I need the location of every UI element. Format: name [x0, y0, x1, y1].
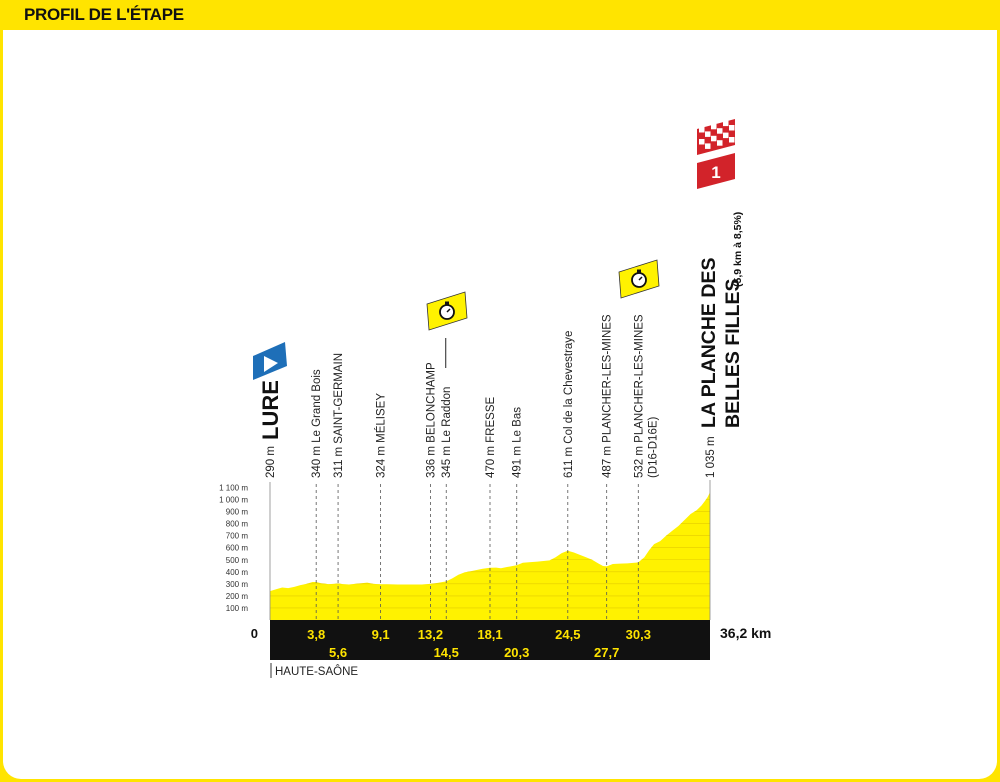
stopwatch-crown [637, 269, 641, 273]
waypoint-label: 311 m SAINT-GERMAIN [333, 353, 345, 478]
checker-square [729, 137, 735, 143]
checker-square [717, 128, 723, 134]
km-label: 30,3 [626, 627, 651, 642]
km-band [270, 620, 710, 660]
km-label: 18,1 [477, 627, 502, 642]
start-km-label: 0 [251, 626, 258, 641]
y-tick-label: 400 m [226, 568, 249, 577]
waypoint-label: 611 m Col de la Chevestraye [563, 331, 575, 478]
km-label: 5,6 [329, 645, 347, 660]
km-label: 13,2 [418, 627, 443, 642]
waypoint-label: 487 m PLANCHER-LES-MINES [602, 314, 614, 478]
y-tick-label: 800 m [226, 520, 249, 529]
profile-area [270, 492, 710, 620]
checkered-flag-icon [697, 119, 735, 155]
y-tick-label: 100 m [226, 604, 249, 613]
y-tick-label: 700 m [226, 532, 249, 541]
y-tick-label: 900 m [226, 508, 249, 517]
checker-square [711, 135, 717, 142]
checker-square [705, 143, 711, 149]
start-flag-icon [253, 342, 287, 380]
checker-square [717, 140, 723, 146]
km-label: 3,8 [307, 627, 325, 642]
waypoint-label-2: (D16-D16E) [647, 416, 659, 478]
km-label: 20,3 [504, 645, 529, 660]
checker-square [705, 131, 711, 137]
finish-altitude-label: 1 035 m [705, 436, 717, 478]
page-title: PROFIL DE L'ÉTAPE [24, 5, 184, 24]
waypoint-label: 345 m Le Raddon [441, 387, 453, 478]
start-altitude-label: 290 m [265, 446, 277, 478]
y-tick-label: 1 000 m [219, 496, 248, 505]
y-tick-label: 1 100 m [219, 483, 248, 492]
checker-square [723, 120, 729, 127]
start-name-label: LURE [258, 380, 283, 440]
waypoint-label: 324 m MÉLISEY [375, 393, 388, 478]
finish-name-line1: LA PLANCHE DES [698, 258, 720, 428]
y-tick-label: 600 m [226, 544, 249, 553]
stopwatch-hand [446, 308, 451, 313]
finish-name-line2: BELLES FILLES [722, 278, 744, 428]
km-label: 27,7 [594, 645, 619, 660]
checker-square [729, 125, 735, 131]
finish-km-label: 36,2 km [720, 625, 771, 641]
y-tick-label: 300 m [226, 580, 249, 589]
stopwatch-crown [445, 301, 449, 305]
header-bar: PROFIL DE L'ÉTAPE [0, 0, 1000, 30]
category-badge-shape [697, 153, 735, 189]
stopwatch-hand [638, 276, 643, 281]
finish-climb-detail: (5,9 km à 8,5%) [732, 212, 744, 287]
waypoint-label: 491 m Le Bas [512, 407, 524, 478]
stopwatch-icon [618, 259, 660, 299]
waypoint-label: 470 m FRESSE [485, 397, 497, 478]
km-label: 9,1 [372, 627, 390, 642]
checker-square [723, 132, 729, 139]
category-1-badge: 1 [697, 153, 735, 189]
checker-square [699, 127, 705, 133]
waypoint-label: 336 m BELONCHAMP [425, 362, 437, 478]
category-label: 1 [711, 163, 720, 182]
checker-square [711, 123, 717, 130]
y-tick-label: 200 m [226, 592, 249, 601]
waypoint-label: 532 m PLANCHER-LES-MINES [633, 314, 645, 478]
km-label: 14,5 [434, 645, 459, 660]
region-label: HAUTE-SAÔNE [275, 665, 358, 678]
km-label: 24,5 [555, 627, 580, 642]
y-tick-label: 500 m [226, 556, 249, 565]
start-flag-arrow [264, 356, 278, 372]
stopwatch-icon [426, 291, 468, 331]
checker-square [699, 139, 705, 145]
waypoint-label: 340 m Le Grand Bois [311, 369, 323, 478]
